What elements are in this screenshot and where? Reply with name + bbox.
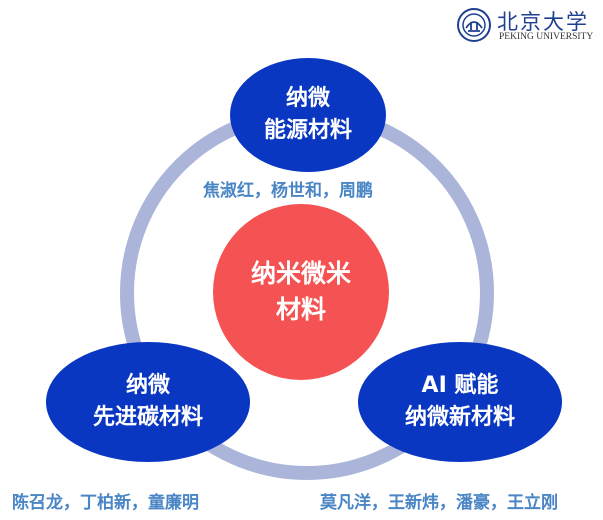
node-carbon-line2: 先进碳材料	[92, 405, 204, 430]
node-energy	[230, 58, 386, 172]
node-energy-label: 纳微 能源材料	[264, 83, 352, 147]
center-circle	[213, 204, 389, 380]
pku-seal-icon	[457, 8, 491, 42]
node-energy-line2: 能源材料	[263, 118, 353, 143]
node-ai-members: 莫凡洋，王新炜，潘豪，王立刚	[320, 493, 558, 513]
logo-name-en: PEKING UNIVERSITY	[499, 32, 594, 42]
center-line2: 材料	[275, 295, 327, 324]
node-carbon-members: 陈召龙，丁柏新，童廉明	[12, 493, 199, 513]
node-carbon-line1: 纳微	[125, 373, 171, 399]
node-carbon-label: 纳微 先进碳材料	[93, 370, 203, 434]
center-line1: 纳米微米	[250, 258, 352, 288]
node-ai-line1: AI 赋能	[421, 373, 499, 399]
node-carbon	[46, 342, 250, 462]
logo-name-cn: 北京大学	[497, 10, 589, 34]
node-ai-line2: 纳微新材料	[404, 405, 516, 430]
node-ai-label: AI 赋能 纳微新材料	[405, 370, 515, 434]
node-ai	[358, 342, 562, 462]
node-energy-line1: 纳微	[285, 86, 331, 112]
node-energy-members: 焦淑红，杨世和，周鹏	[203, 181, 373, 201]
pku-logo: 北京大学 PEKING UNIVERSITY	[455, 6, 600, 46]
center-label: 纳米微米 材料	[251, 256, 351, 329]
